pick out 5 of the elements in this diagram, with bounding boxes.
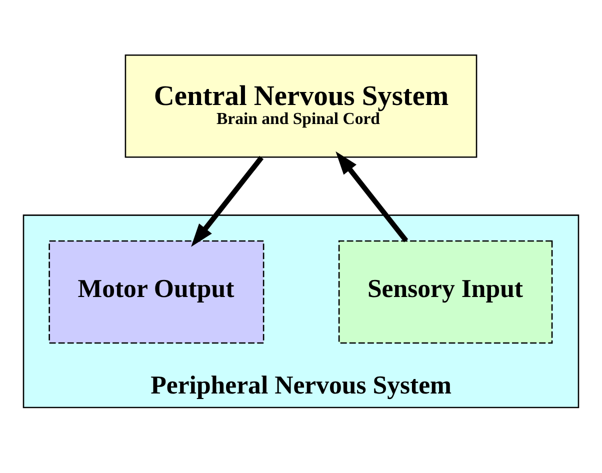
node-box: Sensory Input xyxy=(338,240,553,344)
arrow xyxy=(336,151,408,242)
node-box: Motor Output xyxy=(48,240,264,344)
arrow xyxy=(191,156,264,247)
node-box: Central Nervous System Brain and Spinal Cord xyxy=(124,54,478,158)
